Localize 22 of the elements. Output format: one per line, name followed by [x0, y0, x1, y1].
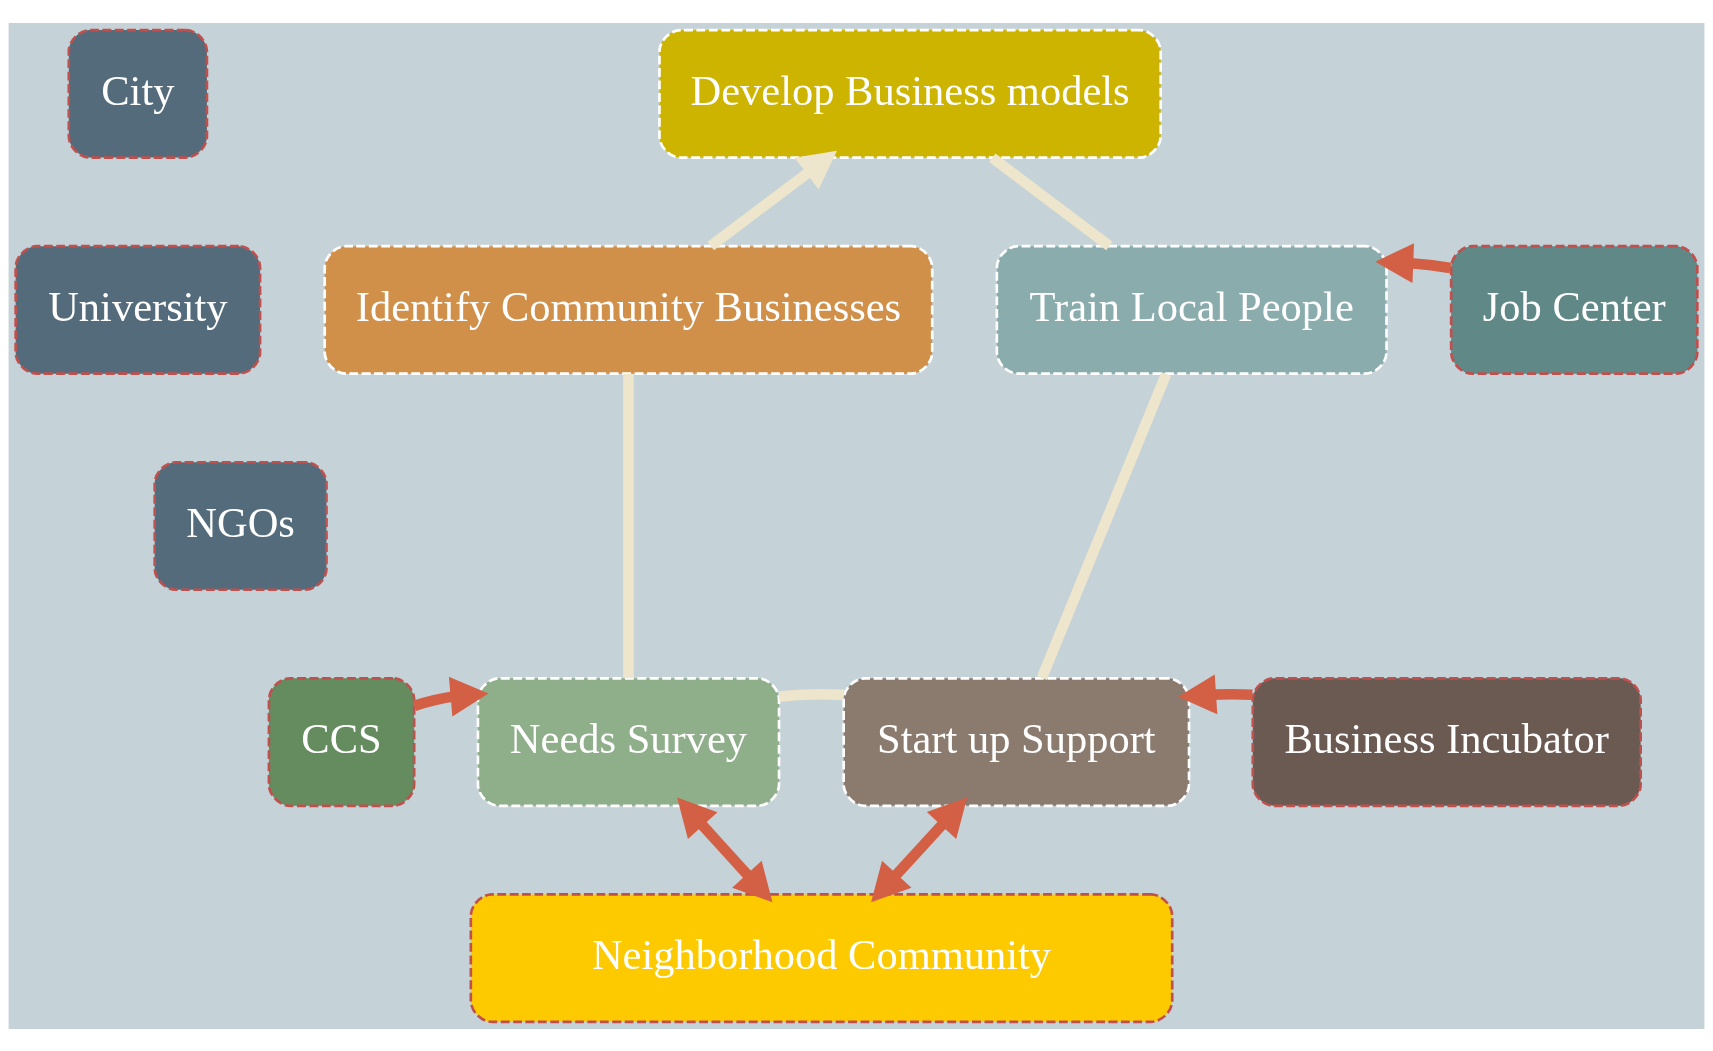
node-box: CCS — [267, 676, 416, 807]
arrow — [677, 796, 773, 902]
connector — [778, 688, 844, 702]
node-box: Needs Survey — [476, 676, 781, 807]
node-box: NGOs — [153, 460, 328, 591]
node-box: Train Local People — [995, 244, 1388, 375]
arrow — [1178, 673, 1253, 714]
node-box: Start up Support — [842, 676, 1191, 807]
node-box: Identify Community Businesses — [323, 244, 934, 375]
arrow — [412, 676, 489, 717]
arrow — [707, 150, 837, 250]
node-box: Neighborhood Community — [469, 892, 1174, 1023]
arrow — [871, 796, 968, 902]
node-box: City — [67, 28, 209, 159]
node-box: Business Incubator — [1251, 676, 1642, 807]
connector — [623, 373, 634, 678]
arrow — [1375, 242, 1452, 283]
node-box: Job Center — [1449, 244, 1699, 375]
node-box: University — [14, 244, 262, 375]
node-box: Develop Business models — [658, 28, 1162, 159]
connector — [989, 152, 1113, 250]
connector — [1036, 371, 1172, 680]
